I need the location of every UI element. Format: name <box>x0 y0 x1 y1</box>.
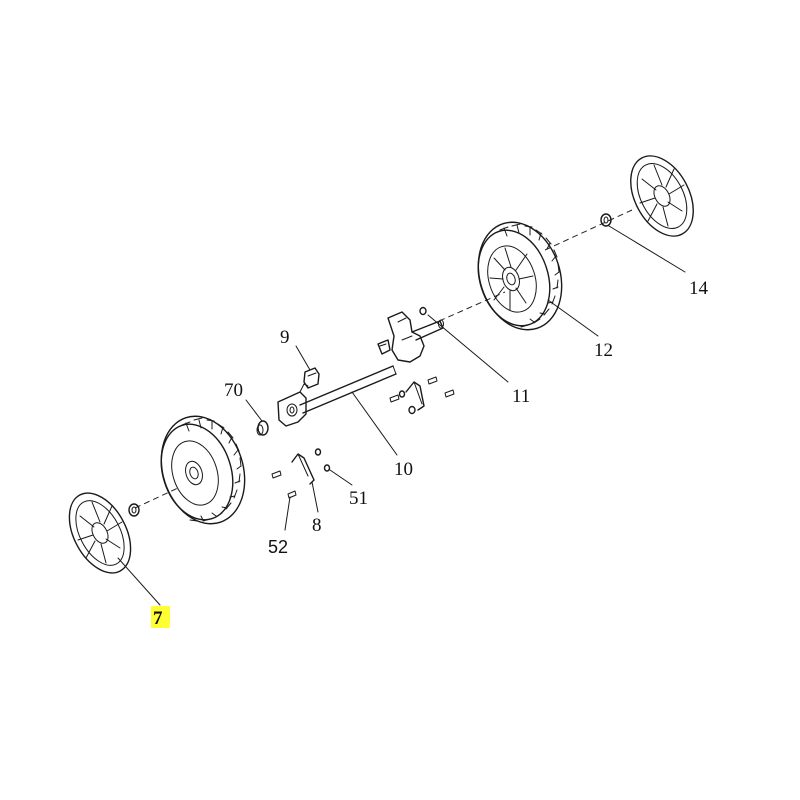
hardware-bolts <box>271 306 455 499</box>
part-label-14: 14 <box>689 278 709 299</box>
left-wheel <box>160 415 246 525</box>
leader-lines <box>117 225 686 606</box>
part-label-51: 51 <box>349 488 368 509</box>
label-7-highlight <box>151 606 170 628</box>
bushing <box>256 420 269 436</box>
left-bracket <box>277 383 309 427</box>
axis-line-right-hubcap <box>544 209 633 251</box>
right-hubcap <box>630 155 694 237</box>
part-label-70: 70 <box>224 380 243 401</box>
part-label-10: 10 <box>394 459 413 480</box>
axle-rod <box>299 365 397 414</box>
right-bracket <box>377 311 444 363</box>
clip-part <box>303 367 320 389</box>
part-label-8: 8 <box>312 515 322 536</box>
right-nut <box>600 213 612 227</box>
axis-line-left-hubcap <box>134 487 179 509</box>
axis-line-right-wheel <box>429 291 506 326</box>
part-label-9: 9 <box>280 327 290 348</box>
right-wheel <box>477 221 563 331</box>
part-label-12: 12 <box>594 340 613 361</box>
left-hubcap <box>68 492 132 574</box>
left-nut <box>128 503 140 517</box>
part-label-11: 11 <box>512 386 530 407</box>
part-label-7: 7 <box>153 608 163 629</box>
part-label-52: 52 <box>268 537 288 557</box>
